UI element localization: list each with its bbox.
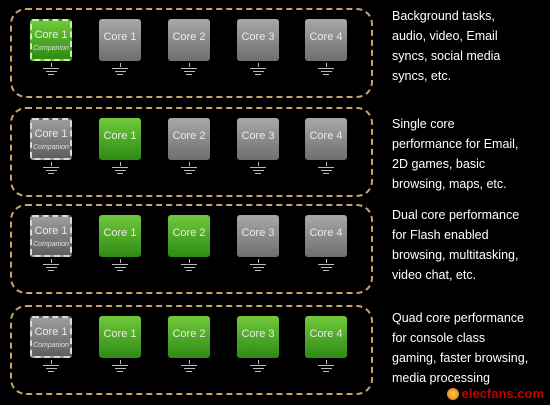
companion-core: Core 1 Companion — [30, 118, 72, 160]
description-line: browsing, maps, etc. — [392, 177, 507, 191]
ground-icon — [180, 63, 198, 77]
config-description: Background tasks, audio, video, Email sync… — [392, 6, 550, 86]
config-description: Dual core performance for Flash enabled br… — [392, 205, 550, 285]
ground-icon — [42, 360, 60, 374]
ground-icon — [249, 360, 267, 374]
core-label: Core 2 — [172, 31, 206, 43]
description-line: Quad core performance — [392, 311, 525, 325]
ground-icon — [317, 259, 335, 273]
core-label: Core 2 — [172, 328, 206, 340]
description-line: gaming, faster browsing, — [392, 351, 529, 365]
ground-icon — [249, 162, 267, 176]
cpu-core: Core 3 — [237, 19, 279, 61]
description-line: syncs, social media — [392, 49, 501, 63]
core-label: Core 4 — [309, 130, 343, 142]
cpu-core: Core 1 — [99, 316, 141, 358]
core-label: Core 2 — [172, 227, 206, 239]
cpu-core: Core 4 — [305, 316, 347, 358]
config-description: Quad core performance for console class ga… — [392, 308, 550, 388]
core-label: Core 1 — [103, 328, 137, 340]
cpu-core: Core 3 — [237, 316, 279, 358]
description-line: media processing — [392, 371, 490, 385]
core-sublabel: Companion — [33, 144, 69, 151]
description-line: Single core — [392, 117, 455, 131]
watermark-text: elecfans.com — [461, 386, 544, 401]
core-config-panel — [10, 107, 373, 197]
ground-icon — [111, 259, 129, 273]
core-label: Core 4 — [309, 328, 343, 340]
companion-core: Core 1 Companion — [30, 19, 72, 61]
core-label: Core 3 — [241, 328, 275, 340]
core-label: Core 1 — [103, 130, 137, 142]
core-sublabel: Companion — [33, 342, 69, 349]
cpu-core: Core 1 — [99, 19, 141, 61]
ground-icon — [317, 360, 335, 374]
cpu-core: Core 1 — [99, 118, 141, 160]
ground-icon — [180, 162, 198, 176]
core-label: Core 1 — [34, 128, 68, 140]
cpu-core: Core 3 — [237, 215, 279, 257]
ground-icon — [249, 259, 267, 273]
description-line: video chat, etc. — [392, 268, 477, 282]
ground-icon — [317, 63, 335, 77]
cpu-core: Core 2 — [168, 19, 210, 61]
description-line: for console class — [392, 331, 486, 345]
ground-icon — [249, 63, 267, 77]
description-line: audio, video, Email — [392, 29, 498, 43]
core-label: Core 3 — [241, 31, 275, 43]
cpu-core: Core 4 — [305, 19, 347, 61]
core-label: Core 3 — [241, 130, 275, 142]
core-config-panel — [10, 204, 373, 294]
description-line: 2D games, basic — [392, 157, 486, 171]
companion-core: Core 1 Companion — [30, 316, 72, 358]
cpu-core: Core 1 — [99, 215, 141, 257]
core-label: Core 1 — [34, 326, 68, 338]
description-line: for Flash enabled — [392, 228, 489, 242]
ground-icon — [317, 162, 335, 176]
core-label: Core 4 — [309, 227, 343, 239]
core-label: Core 2 — [172, 130, 206, 142]
core-sublabel: Companion — [33, 241, 69, 248]
core-label: Core 3 — [241, 227, 275, 239]
core-config-panel — [10, 305, 373, 395]
description-line: Dual core performance — [392, 208, 520, 222]
core-config-panel — [10, 8, 373, 98]
logo-icon — [446, 388, 459, 400]
companion-core: Core 1 Companion — [30, 215, 72, 257]
ground-icon — [42, 63, 60, 77]
description-line: syncs, etc. — [392, 69, 452, 83]
ground-icon — [111, 162, 129, 176]
ground-icon — [180, 259, 198, 273]
core-label: Core 1 — [103, 227, 137, 239]
ground-icon — [42, 259, 60, 273]
cpu-core: Core 2 — [168, 316, 210, 358]
config-description: Single core performance for Email, 2D game… — [392, 114, 550, 194]
cpu-core: Core 3 — [237, 118, 279, 160]
core-label: Core 1 — [34, 225, 68, 237]
ground-icon — [111, 63, 129, 77]
cpu-core: Core 4 — [305, 118, 347, 160]
ground-icon — [111, 360, 129, 374]
description-line: Background tasks, — [392, 9, 495, 23]
core-label: Core 1 — [34, 29, 68, 41]
core-label: Core 4 — [309, 31, 343, 43]
description-line: performance for Email, — [392, 137, 519, 151]
cpu-core: Core 2 — [168, 118, 210, 160]
ground-icon — [42, 162, 60, 176]
cpu-core: Core 4 — [305, 215, 347, 257]
core-label: Core 1 — [103, 31, 137, 43]
watermark-logo: elecfans.com — [446, 386, 544, 401]
ground-icon — [180, 360, 198, 374]
cpu-core: Core 2 — [168, 215, 210, 257]
core-sublabel: Companion — [33, 45, 69, 52]
description-line: browsing, multitasking, — [392, 248, 519, 262]
